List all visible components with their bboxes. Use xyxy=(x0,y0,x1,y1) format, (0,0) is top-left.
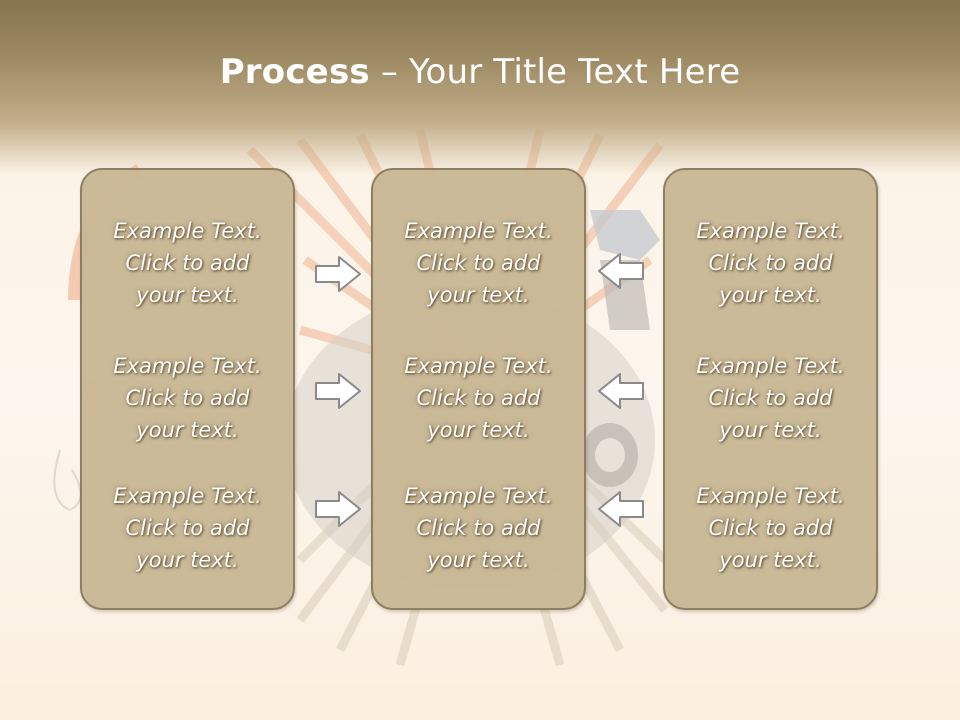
text-line: your text. xyxy=(136,418,239,442)
text-line: your text. xyxy=(719,548,822,572)
text-line: Click to add xyxy=(708,516,833,540)
arrow-left-icon[interactable] xyxy=(597,252,645,290)
text-line: Example Text. xyxy=(404,219,553,243)
text-line: Example Text. xyxy=(696,484,845,508)
arrow-right-icon[interactable] xyxy=(314,255,362,293)
text-line: Example Text. xyxy=(404,484,553,508)
text-line: Example Text. xyxy=(113,354,262,378)
text-placeholder[interactable]: Example Text. Click to add your text. xyxy=(82,350,293,446)
text-line: your text. xyxy=(136,548,239,572)
text-line: Click to add xyxy=(125,251,250,275)
arrow-left-icon[interactable] xyxy=(597,490,645,528)
title-bold-text: Process xyxy=(219,52,370,92)
text-line: your text. xyxy=(719,418,822,442)
text-line: Example Text. xyxy=(113,484,262,508)
text-placeholder[interactable]: Example Text. Click to add your text. xyxy=(82,480,293,576)
arrow-left-icon[interactable] xyxy=(597,372,645,410)
arrow-right-icon[interactable] xyxy=(314,490,362,528)
text-line: Click to add xyxy=(708,386,833,410)
text-placeholder[interactable]: Example Text. Click to add your text. xyxy=(665,480,876,576)
process-column-left[interactable]: Example Text. Click to add your text. Ex… xyxy=(80,168,295,610)
header-band xyxy=(0,0,960,175)
text-line: your text. xyxy=(427,283,530,307)
text-line: Click to add xyxy=(416,386,541,410)
text-line: Example Text. xyxy=(404,354,553,378)
text-line: Example Text. xyxy=(696,219,845,243)
text-line: Click to add xyxy=(125,386,250,410)
text-line: Example Text. xyxy=(696,354,845,378)
text-placeholder[interactable]: Example Text. Click to add your text. xyxy=(665,350,876,446)
text-line: Click to add xyxy=(416,516,541,540)
process-column-right[interactable]: Example Text. Click to add your text. Ex… xyxy=(663,168,878,610)
text-placeholder[interactable]: Example Text. Click to add your text. xyxy=(665,215,876,311)
process-column-middle[interactable]: Example Text. Click to add your text. Ex… xyxy=(371,168,586,610)
text-line: your text. xyxy=(427,548,530,572)
text-line: Click to add xyxy=(125,516,250,540)
text-line: your text. xyxy=(136,283,239,307)
text-line: Click to add xyxy=(708,251,833,275)
slide-title[interactable]: Process – Your Title Text Here xyxy=(0,52,960,92)
text-line: Example Text. xyxy=(113,219,262,243)
text-placeholder[interactable]: Example Text. Click to add your text. xyxy=(82,215,293,311)
arrow-right-icon[interactable] xyxy=(314,372,362,410)
text-placeholder[interactable]: Example Text. Click to add your text. xyxy=(373,480,584,576)
text-placeholder[interactable]: Example Text. Click to add your text. xyxy=(373,350,584,446)
text-line: your text. xyxy=(427,418,530,442)
text-placeholder[interactable]: Example Text. Click to add your text. xyxy=(373,215,584,311)
title-rest-text: – Your Title Text Here xyxy=(369,52,741,92)
text-line: your text. xyxy=(719,283,822,307)
text-line: Click to add xyxy=(416,251,541,275)
